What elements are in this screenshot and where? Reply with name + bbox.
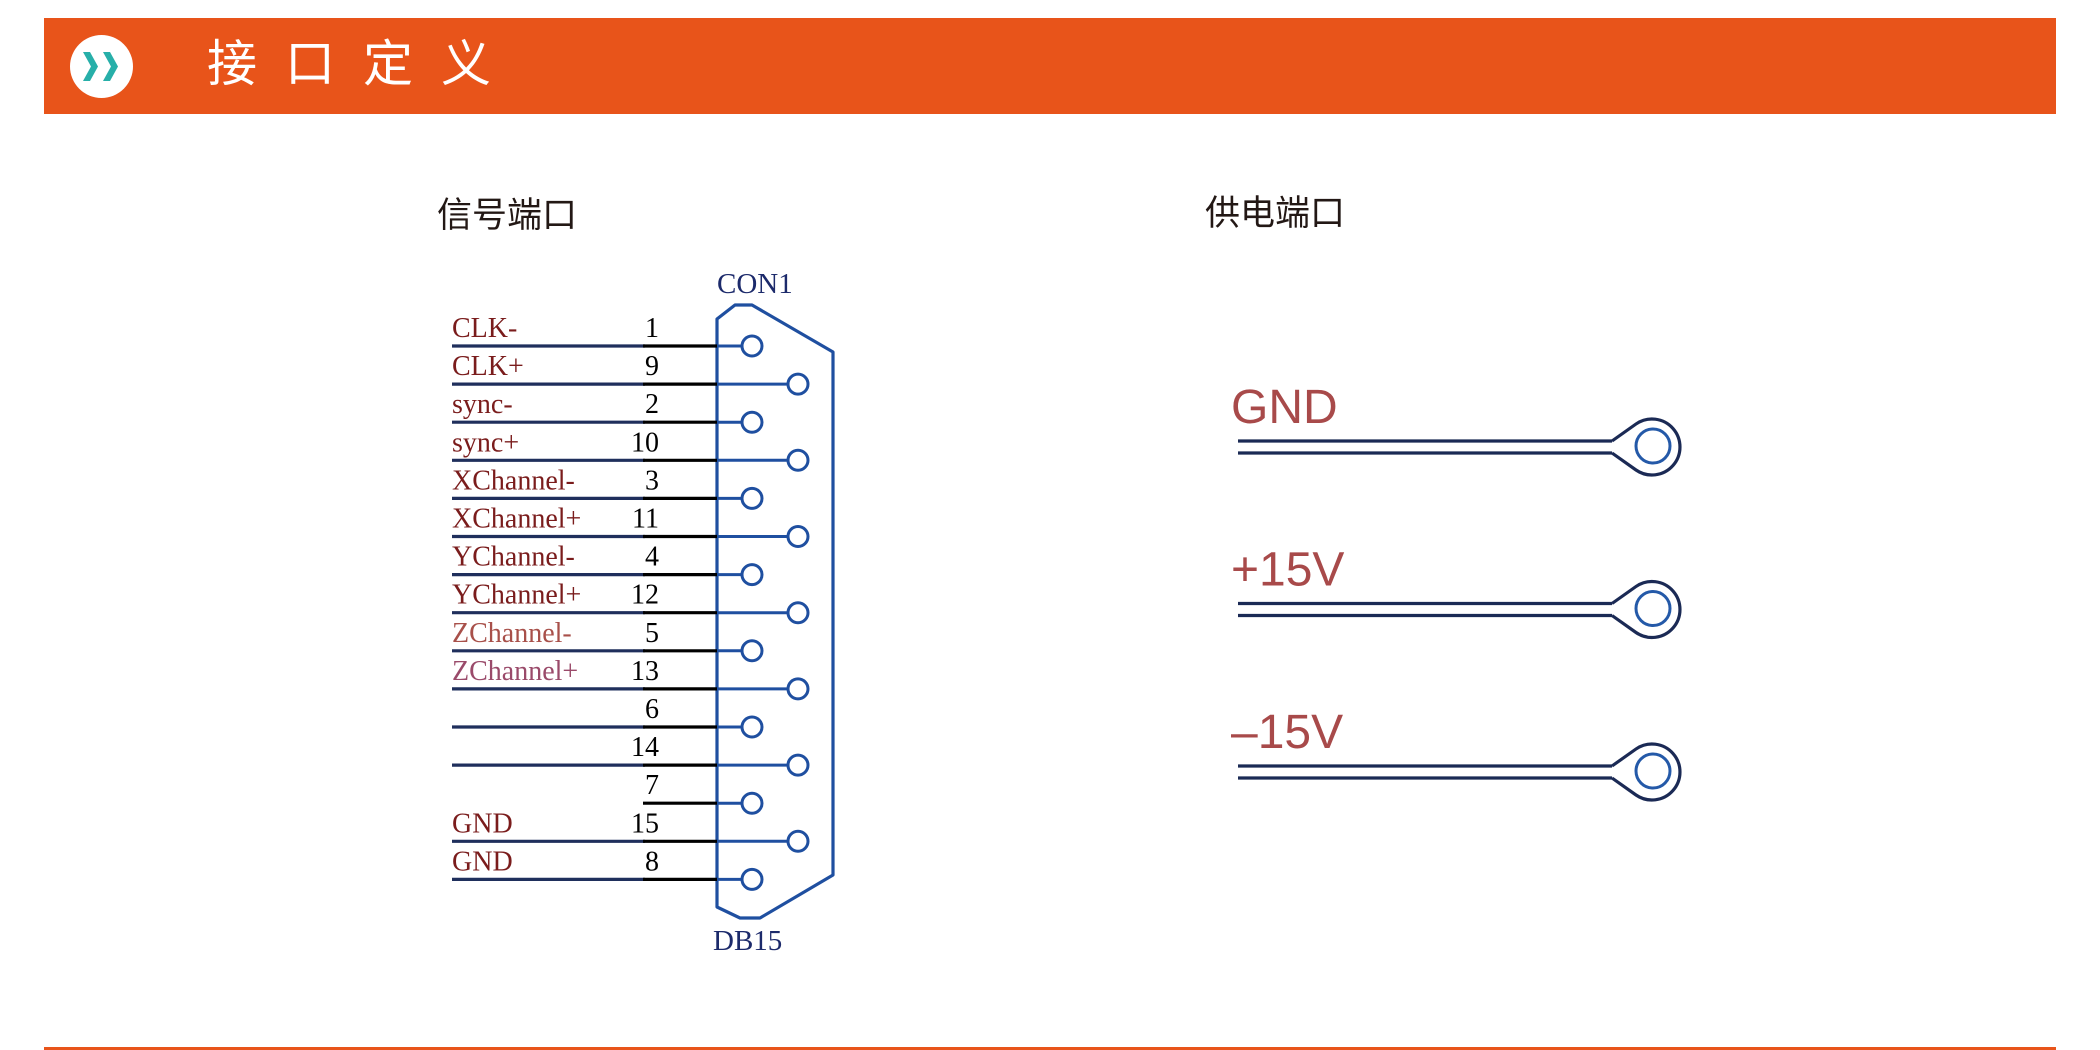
bottom-divider [44,1047,2056,1050]
pin-number: 7 [645,770,659,801]
ring-lug-outline [1611,579,1682,640]
ring-lug-hole [1634,752,1672,790]
signal-label: sync+ [452,427,519,458]
pin-number: 15 [631,808,659,839]
signal-label: CLK- [452,313,517,344]
signal-label: sync- [452,389,513,420]
power-port-diagram: GND +15V –15V [1231,381,1682,802]
power-label: GND [1231,381,1338,434]
pin-number: 6 [645,694,659,725]
pin-number: 1 [645,313,659,344]
pin-contact [786,677,810,701]
power-terminal: +15V [1231,544,1682,640]
ring-lug-outline [1611,417,1682,477]
signal-label: XChannel- [452,465,575,496]
signal-label: ZChannel- [452,618,572,649]
pin-contact [740,334,764,358]
db15-connector-shell [715,303,835,920]
pin-number: 13 [631,656,659,687]
signal-label: GND [452,808,513,839]
power-terminal: –15V [1231,706,1682,802]
connector-type-label: DB15 [713,925,782,957]
signal-label: CLK+ [452,351,524,382]
pin-number: 2 [645,389,659,420]
power-label: –15V [1231,706,1343,759]
page-title: 接口定义 [207,35,519,93]
pin-number: 11 [632,504,659,535]
pin-contact [786,753,810,777]
double-chevron-right-icon [70,35,133,98]
pin-contact [786,601,810,625]
header-bar [44,18,2056,114]
pin-number: 12 [631,580,659,611]
signal-label: YChannel+ [452,580,581,611]
signal-label: YChannel- [452,542,575,573]
power-label: +15V [1231,544,1344,597]
pin-contact [786,372,810,396]
connector-ref-label: CON1 [717,268,793,300]
pin-number: 4 [645,542,659,573]
signal-label: GND [452,846,513,877]
power-port-title: 供电端口 [1205,194,1346,234]
pin-contact [786,829,810,853]
pin-contact [740,410,764,434]
pin-number: 3 [645,465,659,496]
pin-contact [740,715,764,739]
pin-contact [740,867,764,891]
ring-lug-hole [1634,590,1672,627]
pin-contact [740,486,764,510]
pin-number: 8 [645,846,659,877]
pin-contact [786,525,810,548]
pin-number: 14 [631,732,659,763]
pin-contact [740,563,764,587]
ring-lug-hole [1634,427,1672,465]
pin-contact [740,639,764,663]
ring-lug-outline [1611,742,1682,802]
signal-port-title: 信号端口 [437,196,578,236]
pin-number: 10 [631,427,659,458]
signal-label: ZChannel+ [452,656,578,687]
pin-number: 9 [645,351,659,382]
signal-label: XChannel+ [452,504,581,535]
pin-number: 5 [645,618,659,649]
pin-contact [740,791,764,815]
pin-contact [786,448,810,472]
power-terminal: GND [1231,381,1682,477]
